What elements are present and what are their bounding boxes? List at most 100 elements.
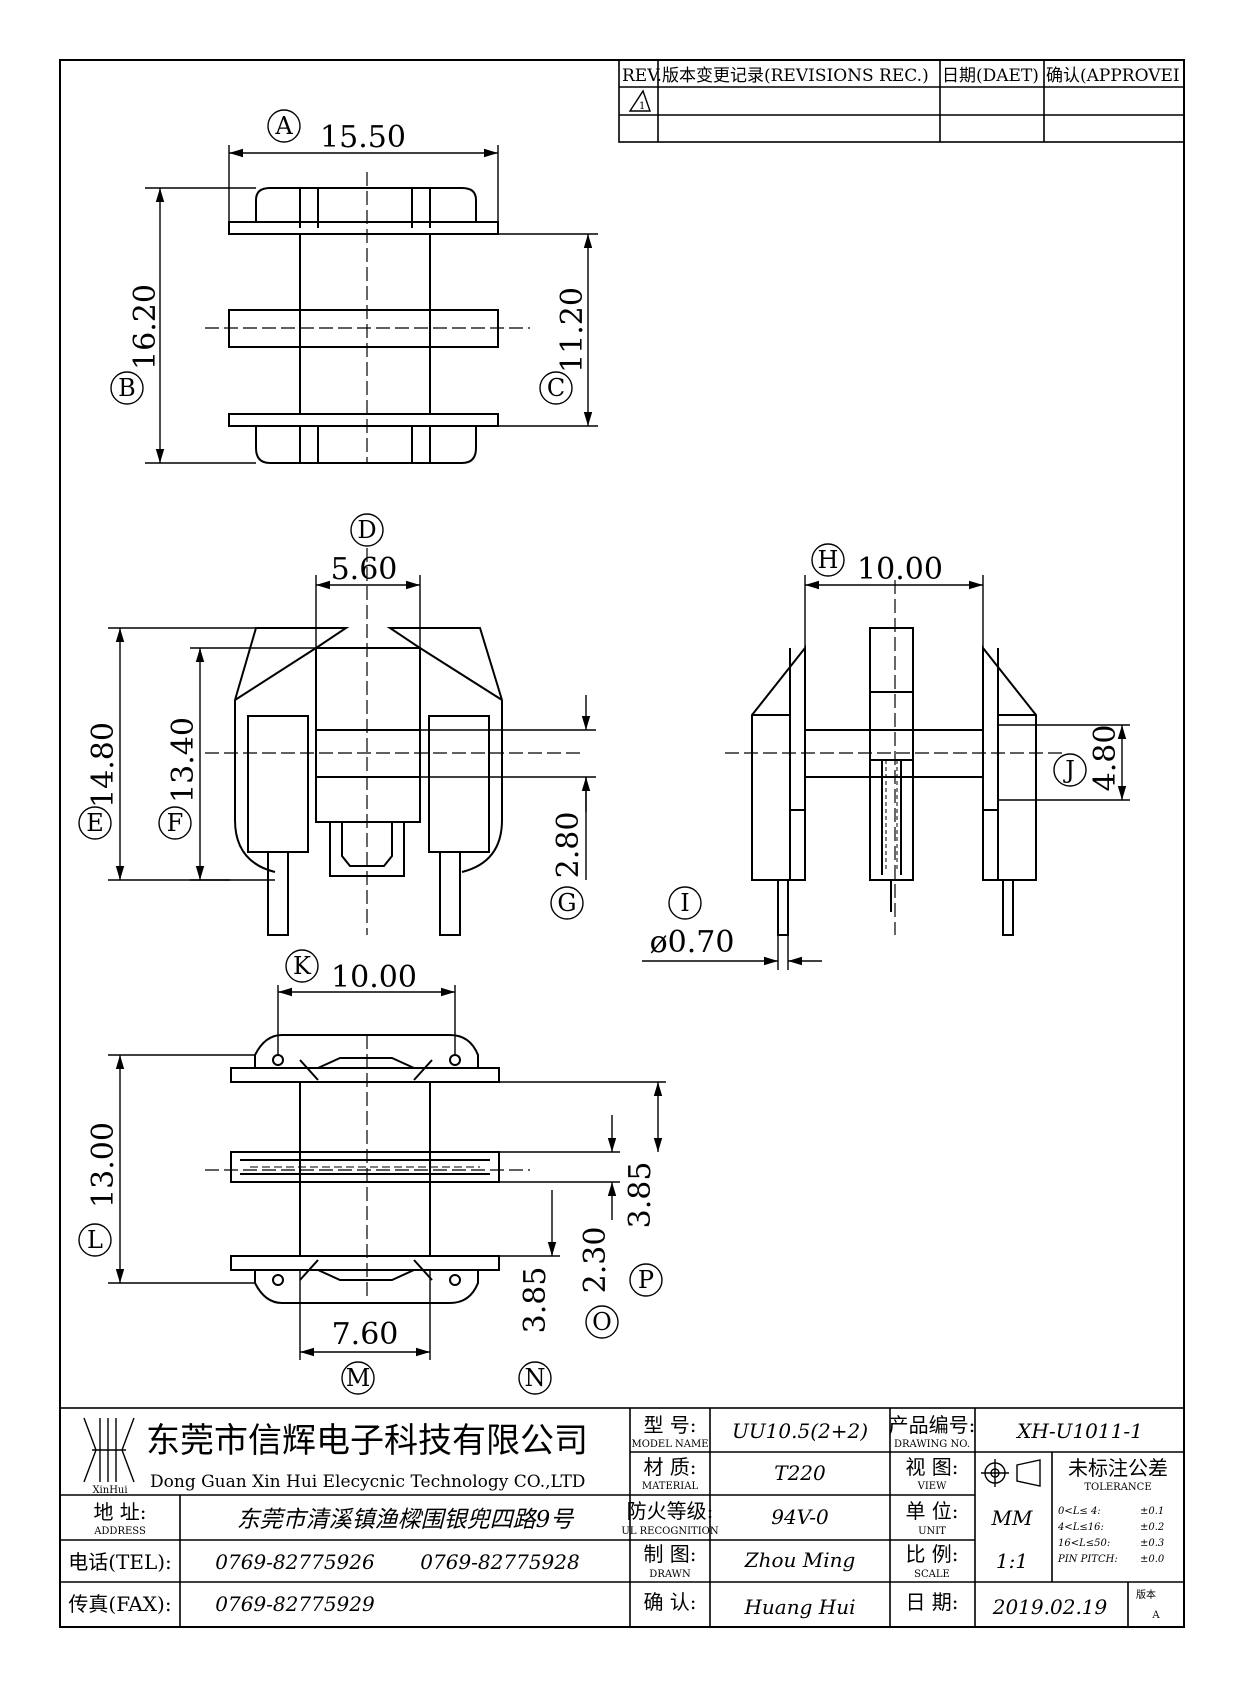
dim-B-value: 16.20 xyxy=(128,284,163,370)
front-view xyxy=(205,548,580,936)
dim-C-value: 11.20 xyxy=(555,287,590,373)
version-label: 版本 xyxy=(1136,1588,1156,1601)
address-label: 地 址: xyxy=(93,1500,146,1524)
dim-F-letter: F xyxy=(167,809,184,837)
tolerance-row-4-value: ±0.0 xyxy=(1140,1554,1165,1565)
model-value: UU10.5(2+2) xyxy=(732,1419,868,1443)
ul-label-en: UL RECOGNITION xyxy=(621,1526,718,1537)
dimension-A xyxy=(228,109,499,222)
dimension-I xyxy=(642,886,822,970)
drawing-frame xyxy=(59,59,1185,1628)
dim-P-value: 3.85 xyxy=(623,1162,658,1229)
date-label: 日 期: xyxy=(905,1590,958,1614)
view-label: 视 图: xyxy=(905,1455,958,1479)
version-value: A xyxy=(1151,1610,1160,1621)
material-value: T220 xyxy=(774,1461,826,1485)
tolerance-title: 未标注公差 xyxy=(1068,1456,1168,1480)
tel-1: 0769-82775926 xyxy=(215,1550,375,1574)
dimension-P xyxy=(499,1081,666,1297)
dim-H-value: 10.00 xyxy=(857,552,943,587)
rev-row-1-number: 1 xyxy=(639,101,645,112)
dim-M-letter: M xyxy=(346,1364,371,1392)
dimension-M xyxy=(299,1270,431,1395)
tolerance-row-3-value: ±0.3 xyxy=(1140,1538,1164,1549)
view-label-en: VIEW xyxy=(917,1481,947,1492)
scale-label: 比 例: xyxy=(905,1542,958,1566)
dim-I-value: ø0.70 xyxy=(650,925,735,960)
tolerance-title-en: TOLERANCE xyxy=(1084,1482,1151,1493)
dimension-D xyxy=(315,513,421,648)
dim-P-letter: P xyxy=(638,1266,654,1294)
tolerance-row-1-value: ±0.1 xyxy=(1140,1506,1164,1517)
dim-K-letter: K xyxy=(293,952,312,980)
dimension-G xyxy=(420,695,596,920)
revision-table xyxy=(618,59,1185,143)
dim-N-letter: N xyxy=(525,1364,546,1392)
side-view xyxy=(725,580,1062,936)
date-value: 2019.02.19 xyxy=(992,1595,1108,1619)
dim-L-letter: L xyxy=(87,1226,103,1254)
revision-triangle-icon xyxy=(628,89,651,112)
scale-label-en: SCALE xyxy=(914,1569,950,1580)
dim-C-letter: C xyxy=(547,374,565,402)
tel-label: 电话(TEL): xyxy=(68,1550,172,1574)
dim-E-value: 14.80 xyxy=(86,722,121,808)
tel-2: 0769-82775928 xyxy=(420,1550,579,1574)
ul-value: 94V-0 xyxy=(771,1505,829,1529)
dim-B-letter: B xyxy=(118,374,136,402)
dim-J-value: 4.80 xyxy=(1088,725,1123,792)
ul-label: 防火等级: xyxy=(627,1499,714,1523)
tolerance-row-3-range: 16<L≤50: xyxy=(1058,1538,1110,1549)
dim-H-letter: H xyxy=(818,546,839,574)
rev-header-record: 版本变更记录(REVISIONS REC.) xyxy=(662,66,929,86)
rev-header-date: 日期(DAET) xyxy=(942,66,1039,86)
drawing-no-value: XH-U1011-1 xyxy=(1015,1419,1143,1443)
tolerance-row-1-range: 0<L≤ 4: xyxy=(1058,1506,1101,1517)
unit-label-en: UNIT xyxy=(918,1526,946,1537)
dim-J-letter: J xyxy=(1062,756,1075,784)
dim-A-value: 15.50 xyxy=(320,120,406,155)
dim-K-value: 10.00 xyxy=(331,960,417,995)
tolerance-row-2-value: ±0.2 xyxy=(1140,1522,1164,1533)
dim-G-value: 2.80 xyxy=(551,812,586,879)
dim-D-letter: D xyxy=(357,516,376,544)
dim-O-value: 2.30 xyxy=(578,1227,613,1294)
material-label-en: MATERIAL xyxy=(642,1481,699,1492)
drawing-no-label: 产品编号: xyxy=(889,1413,976,1437)
dim-D-value: 5.60 xyxy=(331,552,398,587)
dim-F-value: 13.40 xyxy=(166,717,201,803)
model-label-en: MODEL NAME xyxy=(631,1439,708,1450)
dimension-K xyxy=(277,949,456,1055)
dimension-J xyxy=(998,724,1130,801)
dim-O-letter: O xyxy=(592,1308,612,1336)
dim-N-value: 3.85 xyxy=(518,1267,553,1334)
fax-label: 传真(FAX): xyxy=(68,1592,171,1616)
projection-symbol-icon xyxy=(981,1459,1041,1487)
dimension-L xyxy=(78,1054,255,1284)
unit-value: MM xyxy=(991,1506,1033,1530)
check-label: 确 认: xyxy=(643,1590,696,1614)
title-block-grid xyxy=(59,1407,1185,1628)
dim-A-letter: A xyxy=(274,112,293,140)
dim-M-value: 7.60 xyxy=(332,1317,399,1352)
drawn-value: Zhou Ming xyxy=(744,1548,856,1572)
dim-I-letter: I xyxy=(680,889,689,917)
scale-value: 1:1 xyxy=(996,1549,1028,1573)
company-name-en: Dong Guan Xin Hui Elecycnic Technology C… xyxy=(150,1472,585,1492)
unit-label: 单 位: xyxy=(905,1499,958,1523)
drawn-label: 制 图: xyxy=(643,1542,696,1566)
dim-L-value: 13.00 xyxy=(86,1122,121,1208)
dimension-N xyxy=(499,1190,560,1395)
logo-text: XinHui xyxy=(92,1485,127,1496)
top-view xyxy=(205,172,530,464)
bottom-view xyxy=(205,1034,530,1304)
fax-value: 0769-82775929 xyxy=(215,1592,375,1616)
address-value: 东莞市清溪镇渔樑围银兜四路9号 xyxy=(237,1507,575,1533)
dimension-O xyxy=(499,1115,620,1339)
address-label-en: ADDRESS xyxy=(93,1526,146,1537)
drawing-no-label-en: DRAWING NO. xyxy=(894,1439,970,1450)
rev-header-rev: REV. xyxy=(622,66,662,86)
dimension-H xyxy=(804,543,984,648)
rev-header-approve: 确认(APPROVEI xyxy=(1046,66,1180,86)
